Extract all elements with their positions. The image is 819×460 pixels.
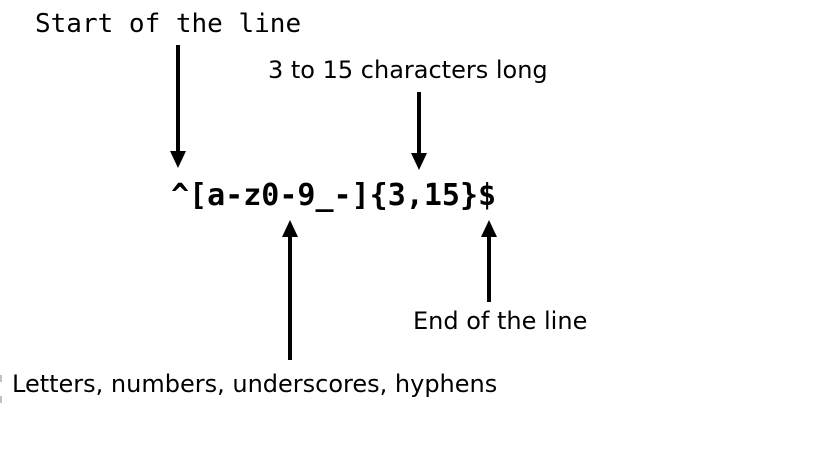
annotation-start-of-line: Start of the line <box>35 9 302 39</box>
arrow-shaft <box>176 45 180 153</box>
arrowhead-up-icon <box>282 220 298 237</box>
left-edge-crop-artifact <box>0 396 2 403</box>
left-edge-crop-artifact <box>0 375 2 382</box>
arrow-up-charset-icon <box>282 220 298 360</box>
annotation-length: 3 to 15 characters long <box>268 56 548 84</box>
arrowhead-up-icon <box>481 220 497 237</box>
arrowhead-down-icon <box>411 153 427 170</box>
arrow-shaft <box>417 92 421 154</box>
arrow-shaft <box>288 235 292 360</box>
arrow-shaft <box>487 235 491 302</box>
regex-pattern: ^[a-z0-9_-]{3,15}$ <box>171 178 497 213</box>
annotation-end-of-line: End of the line <box>413 307 588 335</box>
arrow-up-end-of-line-icon <box>481 220 497 302</box>
arrow-down-start-of-line-icon <box>170 45 186 168</box>
arrow-down-length-icon <box>411 92 427 170</box>
arrowhead-down-icon <box>170 151 186 168</box>
annotation-charset: Letters, numbers, underscores, hyphens <box>12 370 498 398</box>
